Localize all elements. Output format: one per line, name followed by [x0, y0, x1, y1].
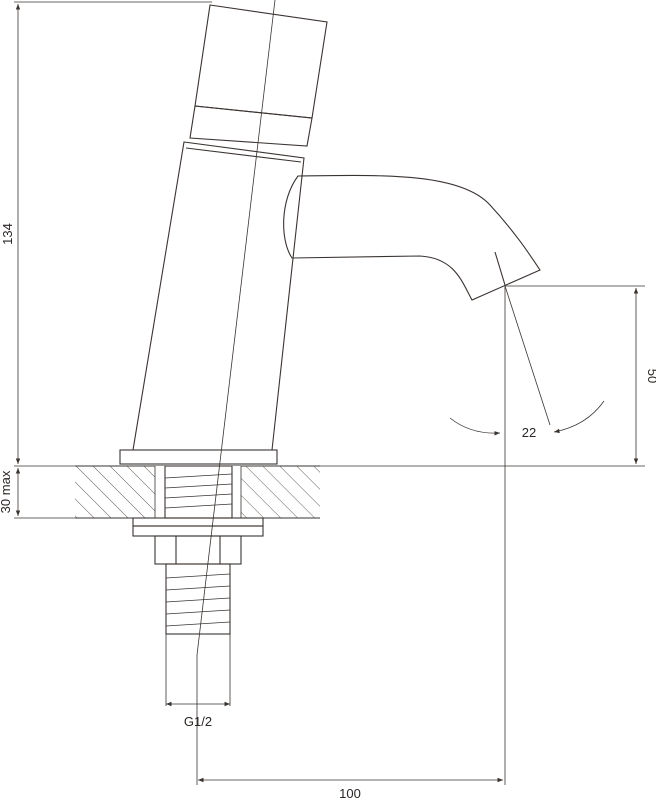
dimension-label-134: 134	[0, 223, 15, 245]
dimension-total-height: 134	[0, 1, 212, 467]
dimension-label-100: 100	[339, 786, 361, 800]
mounting-surface	[75, 465, 320, 519]
dimension-spout-angle: 22	[449, 285, 605, 785]
threaded-shank	[154, 465, 242, 519]
dimension-reach: 100	[198, 777, 503, 800]
dimension-label-g12: G1/2	[184, 714, 212, 729]
dimension-thread: G1/2	[166, 701, 230, 729]
tap-column	[132, 141, 305, 451]
dimension-label-30-max: 30 max	[0, 470, 13, 513]
connector-thread	[165, 563, 231, 706]
tap-spout	[283, 174, 541, 301]
tap-base-flange	[119, 449, 278, 465]
dimension-mounting-thickness: 30 max	[0, 468, 80, 519]
dimension-label-50: 50	[645, 369, 656, 383]
tap-head	[189, 4, 328, 147]
washer	[132, 517, 264, 537]
dimension-label-22: 22	[522, 425, 536, 440]
center-axis	[196, 0, 276, 656]
nut	[154, 535, 242, 565]
dimension-spout-height: 50	[320, 285, 656, 467]
